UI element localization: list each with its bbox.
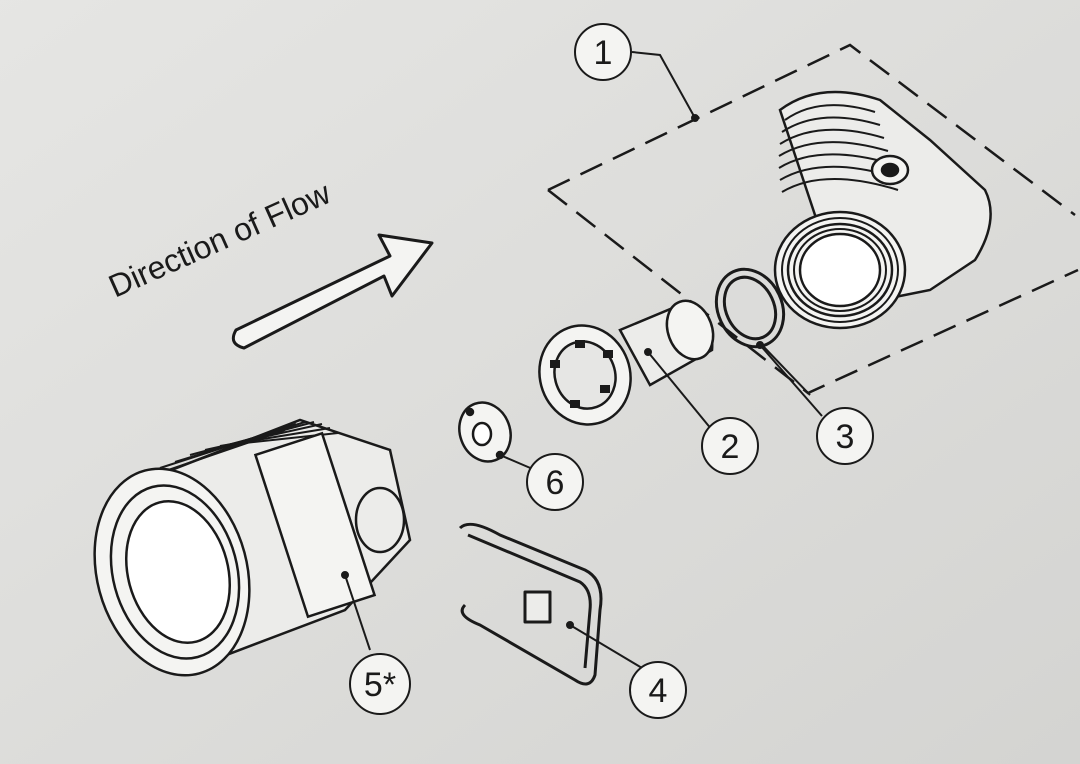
part-4-retaining-clip [458, 522, 603, 686]
callout-2: 2 [701, 417, 759, 475]
part-3-o-ring [714, 267, 786, 349]
callout-6: 6 [526, 453, 584, 511]
callout-1: 1 [574, 23, 632, 81]
part-2-insert [538, 299, 715, 426]
part-6-washer [458, 401, 512, 463]
part-1-union-body [773, 90, 992, 330]
callout-3: 3 [816, 407, 874, 465]
callout-3-label: 3 [836, 418, 855, 456]
callout-4: 4 [629, 661, 687, 719]
callout-6-label: 6 [546, 464, 565, 502]
callout-5: 5* [349, 653, 411, 715]
callout-1-label: 1 [594, 34, 613, 72]
callout-4-label: 4 [649, 672, 668, 710]
callout-5-label: 5* [364, 666, 396, 704]
part-5-tail-piece [93, 418, 412, 677]
callout-leaders [341, 51, 823, 669]
flow-arrow-icon [231, 233, 434, 350]
callout-2-label: 2 [721, 428, 740, 466]
